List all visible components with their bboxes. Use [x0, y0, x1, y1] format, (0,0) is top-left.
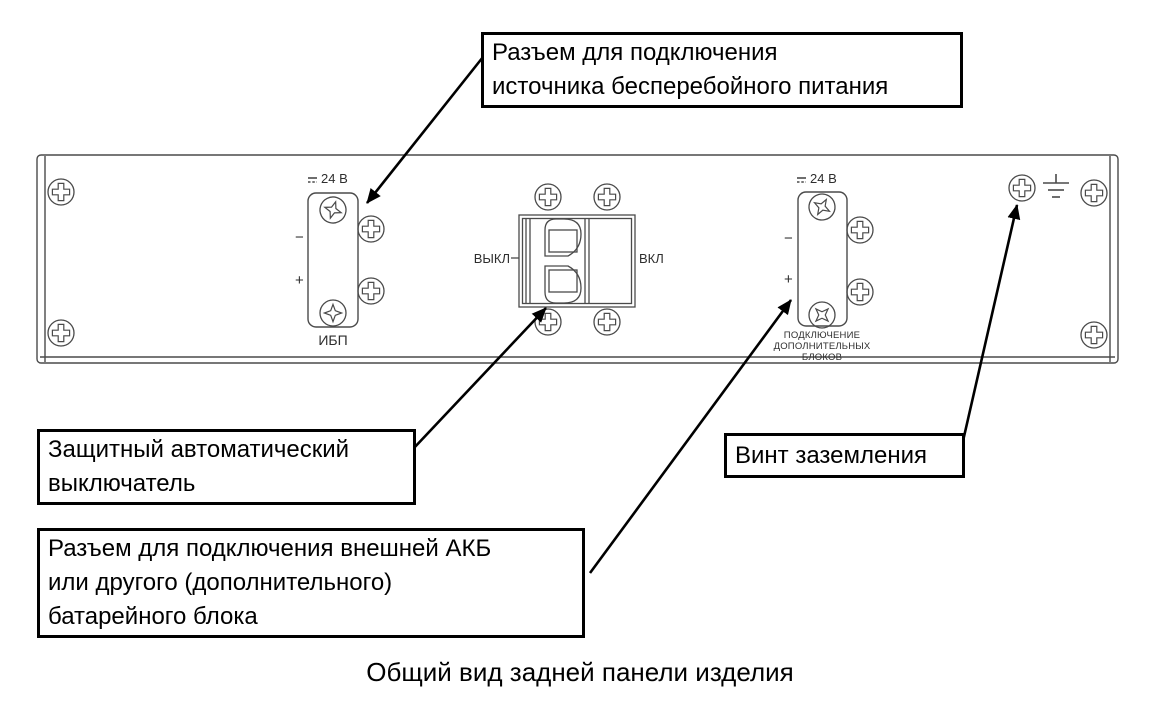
phillips-screw-icon	[846, 278, 874, 306]
callout-circuit-breaker: Защитный автоматический выключатель	[37, 429, 416, 505]
phillips-screw-icon	[357, 215, 385, 243]
label-switch-off: ВЫКЛ	[473, 251, 510, 266]
phillips-screw-icon	[593, 308, 621, 336]
ground-symbol-icon	[1043, 174, 1069, 198]
phillips-screw-icon	[1080, 179, 1108, 207]
phillips-screw-icon	[47, 178, 75, 206]
dc-symbol-icon	[797, 177, 806, 183]
callout-arrow-ground	[961, 204, 1021, 442]
label-aux-plus: +	[784, 271, 793, 288]
label-ups-port: ИБП	[318, 332, 348, 348]
label-aux-voltage: 24 В	[810, 171, 837, 186]
breaker-switch-outline	[511, 214, 636, 308]
label-ups-voltage: 24 В	[321, 171, 348, 186]
ups-connector-outline	[307, 177, 359, 328]
star-screw-icon	[315, 192, 351, 228]
label-aux-port: ПОДКЛЮЧЕНИЕ ДОПОЛНИТЕЛЬНЫХ БЛОКОВ	[760, 330, 884, 363]
callout-arrow-breaker	[412, 307, 547, 450]
callout-text-line: Разъем для подключения внешней АКБ	[48, 535, 492, 562]
star-screw-icon	[802, 295, 842, 335]
panel-screws	[47, 174, 1108, 349]
callout-text-line: выключатель	[48, 470, 196, 497]
phillips-screw-icon	[1008, 174, 1036, 202]
phillips-screw-icon	[846, 216, 874, 244]
label-ups-plus: +	[295, 272, 304, 289]
diagram-caption: Общий вид задней панели изделия	[366, 657, 794, 687]
star-screw-icon	[803, 188, 841, 226]
phillips-screw-icon	[47, 319, 75, 347]
callout-text-line: Защитный автоматический	[48, 436, 350, 463]
label-switch-on: ВКЛ	[639, 251, 664, 266]
label-ups-minus: −	[295, 229, 304, 246]
callout-text-line: или другого (дополнительного)	[48, 569, 393, 596]
callout-arrows	[365, 56, 1021, 574]
phillips-screw-icon	[534, 183, 562, 211]
phillips-screw-icon	[357, 277, 385, 305]
dc-symbol-icon	[308, 177, 317, 183]
callout-ups-connector: Разъем для подключения источника беспере…	[481, 32, 963, 108]
callout-text-line: источника бесперебойного питания	[492, 73, 889, 100]
callout-ground-screw: Винт заземления	[724, 433, 965, 478]
phillips-screw-icon	[593, 183, 621, 211]
callout-arrow-ups	[365, 56, 485, 204]
phillips-screw-icon	[1080, 321, 1108, 349]
callout-text-line: батарейного блока	[48, 603, 258, 630]
callout-text-line: Винт заземления	[735, 442, 927, 469]
callout-text-line: Разъем для подключения	[492, 39, 778, 66]
phillips-screw-icon	[534, 308, 562, 336]
label-aux-port-line: БЛОКОВ	[801, 352, 843, 363]
callout-arrow-battery	[588, 299, 793, 574]
callout-external-battery: Разъем для подключения внешней АКБ или д…	[37, 528, 585, 638]
label-aux-port-line: ПОДКЛЮЧЕНИЕ	[783, 330, 861, 341]
star-screw-icon	[319, 299, 347, 327]
label-aux-minus: −	[784, 230, 793, 247]
aux-connector-outline	[797, 177, 848, 327]
panel-chassis	[36, 154, 1119, 364]
label-aux-port-line: ДОПОЛНИТЕЛЬНЫХ	[773, 341, 871, 352]
